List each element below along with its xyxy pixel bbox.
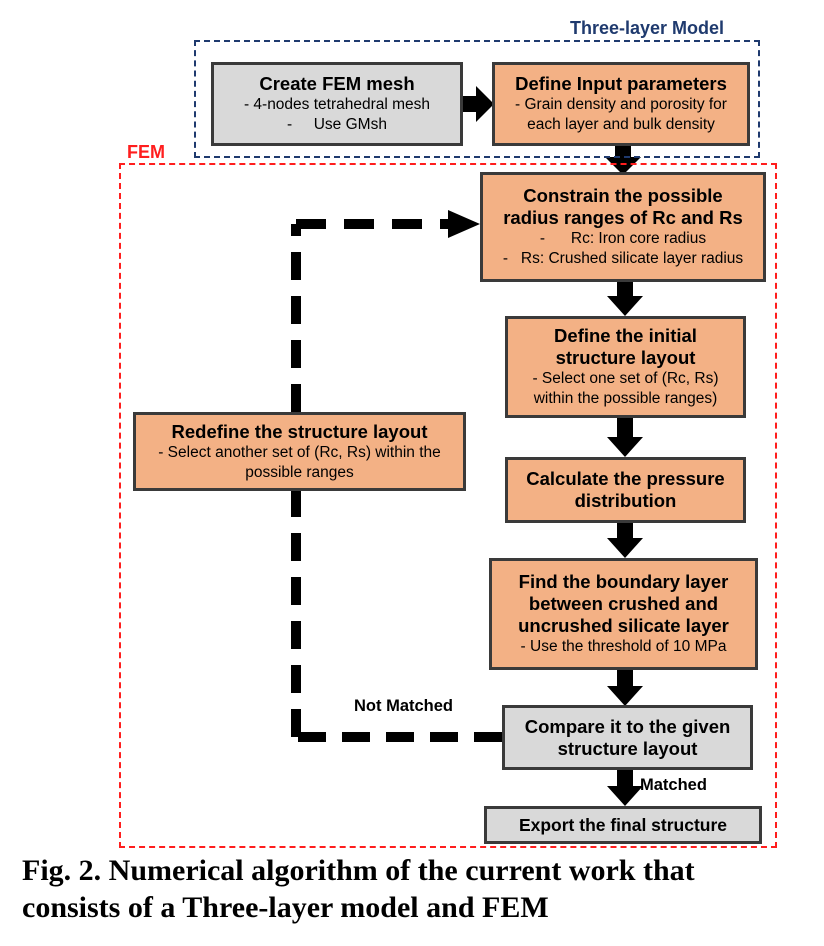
- compare-layout-box: Compare it to the given structure layout: [502, 705, 753, 770]
- arrow-pressure-to-boundary: [607, 523, 643, 558]
- define-initial-layout-title: structure layout: [555, 347, 696, 368]
- define-initial-layout-detail: - Select one set of (Rc, Rs): [532, 370, 719, 387]
- define-input-parameters-detail: each layer and bulk density: [527, 116, 715, 133]
- find-boundary-layer-title: Find the boundary layer: [518, 571, 729, 592]
- calculate-pressure-title: distribution: [574, 490, 677, 511]
- figure-caption-line: consists of a Three-layer model and FEM: [22, 891, 549, 924]
- arrow-compare-to-export: [607, 770, 643, 806]
- find-boundary-layer-title: between crushed and: [528, 593, 719, 614]
- export-final-structure-box: Export the final structure: [484, 806, 762, 844]
- arrow-boundary-to-compare: [607, 670, 643, 706]
- redefine-structure-layout-title: Redefine the structure layout: [171, 420, 428, 442]
- find-boundary-layer-detail: - Use the threshold of 10 MPa: [520, 638, 727, 655]
- define-input-parameters-title: Define Input parameters: [515, 73, 727, 94]
- arrow-loop-to-constrain: [448, 210, 480, 238]
- arrow-mesh-to-input: [463, 86, 494, 122]
- compare-layout-title: Compare it to the given: [524, 715, 731, 737]
- arrow-initial-to-pressure: [607, 418, 643, 457]
- redefine-structure-layout-box: Redefine the structure layout - Select a…: [133, 412, 466, 491]
- fem-region: [119, 163, 777, 848]
- constrain-radius-ranges-detail: - Rs: Crushed silicate layer radius: [502, 250, 744, 267]
- define-initial-layout-title: Define the initial: [554, 325, 697, 346]
- three-layer-model-region: [194, 40, 760, 158]
- constrain-radius-ranges-title: radius ranges of Rc and Rs: [503, 207, 743, 228]
- constrain-radius-ranges-title: Constrain the possible: [523, 185, 723, 206]
- create-fem-mesh-box: Create FEM mesh - 4-nodes tetrahedral me…: [211, 62, 463, 146]
- create-fem-mesh-detail: - Use GMsh: [287, 116, 387, 133]
- define-initial-layout-detail: within the possible ranges): [533, 390, 718, 407]
- matched-label: Matched: [640, 776, 707, 794]
- redefine-structure-layout-detail: possible ranges: [245, 463, 354, 481]
- calculate-pressure-box: Calculate the pressure distribution: [505, 457, 746, 523]
- three-layer-model-label: Three-layer Model: [570, 18, 725, 38]
- not-matched-label: Not Matched: [354, 697, 453, 715]
- figure-caption-line: Fig. 2. Numerical algorithm of the curre…: [22, 854, 695, 887]
- define-initial-layout-box: Define the initial structure layout - Se…: [505, 316, 746, 418]
- arrow-constrain-to-initial: [607, 282, 643, 316]
- compare-layout-title: structure layout: [557, 737, 698, 759]
- arrow-input-to-constrain: [605, 146, 641, 175]
- constrain-radius-ranges-box: Constrain the possible radius ranges of …: [480, 172, 766, 282]
- define-input-parameters-box: Define Input parameters - Grain density …: [492, 62, 750, 146]
- create-fem-mesh-title: Create FEM mesh: [259, 73, 415, 94]
- create-fem-mesh-detail: - 4-nodes tetrahedral mesh: [243, 96, 431, 113]
- constrain-radius-ranges-detail: - Rc: Iron core radius: [539, 230, 707, 247]
- fem-label: FEM: [127, 142, 165, 162]
- calculate-pressure-title: Calculate the pressure: [526, 468, 725, 489]
- export-final-structure-title: Export the final structure: [518, 815, 728, 835]
- find-boundary-layer-title: uncrushed silicate layer: [518, 615, 729, 636]
- redefine-structure-layout-detail: - Select another set of (Rc, Rs) within …: [158, 443, 441, 461]
- not-matched-loop: [291, 219, 502, 742]
- figure-caption: Fig. 2. Numerical algorithm of the curre…: [22, 852, 812, 926]
- find-boundary-layer-box: Find the boundary layer between crushed …: [489, 558, 758, 670]
- define-input-parameters-detail: - Grain density and porosity for: [515, 96, 727, 113]
